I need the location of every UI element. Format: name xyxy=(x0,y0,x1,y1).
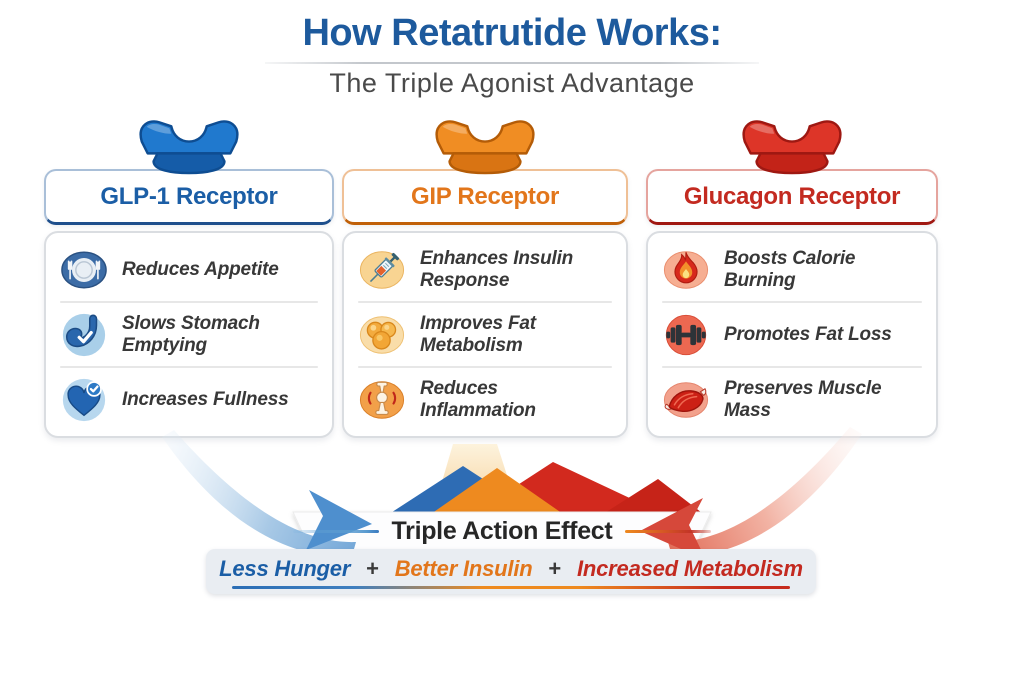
glp1-column: GLP-1 Receptor Reduces Appetite xyxy=(44,115,334,438)
row-divider xyxy=(60,301,318,303)
glucagon-header: Glucagon Receptor xyxy=(646,169,938,225)
benefit-row: Promotes Fat Loss xyxy=(662,303,922,366)
flame-icon xyxy=(662,246,710,294)
glp1-header: GLP-1 Receptor xyxy=(44,169,334,225)
benefit-label: Preserves Muscle Mass xyxy=(724,377,882,421)
orange-triangle xyxy=(428,468,566,516)
banner-title: Triple Action Effect xyxy=(391,517,613,545)
benefit-label: Boosts Calorie Burning xyxy=(724,247,856,291)
gip-header: GIP Receptor xyxy=(342,169,628,225)
gip-column: GIP Receptor xyxy=(342,115,628,438)
glp1-header-label: GLP-1 Receptor xyxy=(100,182,278,210)
plus-sign: + xyxy=(366,556,379,581)
benefit-row: Reduces Inflammation xyxy=(358,368,612,431)
row-divider xyxy=(358,366,612,368)
benefit-row: Slows Stomach Emptying xyxy=(60,303,318,366)
effect-better-insulin: Better Insulin xyxy=(394,556,533,581)
benefit-label: Reduces Appetite xyxy=(122,258,279,280)
dumbbell-icon xyxy=(662,311,710,359)
row-divider xyxy=(358,301,612,303)
effect-increased-metabolism: Increased Metabolism xyxy=(576,556,803,581)
effect-summary-pill: Less Hunger + Better Insulin + Increased… xyxy=(206,549,816,594)
gip-receptor-icon xyxy=(421,115,549,176)
benefit-label: Promotes Fat Loss xyxy=(724,323,892,345)
heart-check-icon xyxy=(60,376,108,424)
joint-icon xyxy=(358,376,406,424)
benefit-label: Enhances Insulin Response xyxy=(420,247,574,291)
blue-arrowhead xyxy=(306,490,372,550)
banner-right-line xyxy=(625,530,711,533)
banner-left-line xyxy=(293,530,379,533)
gradient-underline xyxy=(232,586,790,589)
effect-summary-text: Less Hunger + Better Insulin + Increased… xyxy=(206,556,816,582)
gip-header-label: GIP Receptor xyxy=(410,182,559,210)
benefit-row: Reduces Appetite xyxy=(60,238,318,301)
benefit-row: Increases Fullness xyxy=(60,368,318,431)
page-title: How Retatrutide Works: xyxy=(302,12,722,54)
glucagon-benefits-card: Boosts Calorie Burning xyxy=(646,231,938,438)
row-divider xyxy=(662,366,922,368)
blue-arrow xyxy=(162,430,356,557)
syringe-icon xyxy=(358,246,406,294)
benefit-row: Preserves Muscle Mass xyxy=(662,368,922,431)
row-divider xyxy=(60,366,318,368)
benefit-row: Boosts Calorie Burning xyxy=(662,238,922,301)
benefit-label: Slows Stomach Emptying xyxy=(122,312,260,356)
benefit-row: Enhances Insulin Response xyxy=(358,238,612,301)
glucagon-column: Glucagon Receptor Boosts Calorie Burning xyxy=(646,115,938,438)
title-divider xyxy=(265,62,759,64)
triple-action-banner: Triple Action Effect xyxy=(293,513,711,550)
benefit-label: Improves Fat Metabolism xyxy=(420,312,536,356)
row-divider xyxy=(662,301,922,303)
plate-utensils-icon xyxy=(60,246,108,294)
glp1-benefits-card: Reduces Appetite Slows Stomach Emptying xyxy=(44,231,334,438)
muscle-icon xyxy=(662,376,710,424)
effect-less-hunger: Less Hunger xyxy=(219,556,351,581)
glp1-receptor-icon xyxy=(125,115,253,176)
plus-sign: + xyxy=(548,556,562,581)
fat-cells-icon xyxy=(358,311,406,359)
gip-benefits-card: Enhances Insulin Response Improves Fat M xyxy=(342,231,628,438)
page-subtitle: The Triple Agonist Advantage xyxy=(329,68,695,98)
convergence-graphic xyxy=(162,427,862,560)
benefit-label: Increases Fullness xyxy=(122,388,289,410)
red-triangle-small xyxy=(600,479,706,516)
benefit-label: Reduces Inflammation xyxy=(420,377,536,421)
benefit-row: Improves Fat Metabolism xyxy=(358,303,612,366)
red-arrowhead xyxy=(640,498,706,560)
glucagon-receptor-icon xyxy=(728,115,856,176)
stomach-check-icon xyxy=(60,311,108,359)
glucagon-header-label: Glucagon Receptor xyxy=(683,182,901,210)
